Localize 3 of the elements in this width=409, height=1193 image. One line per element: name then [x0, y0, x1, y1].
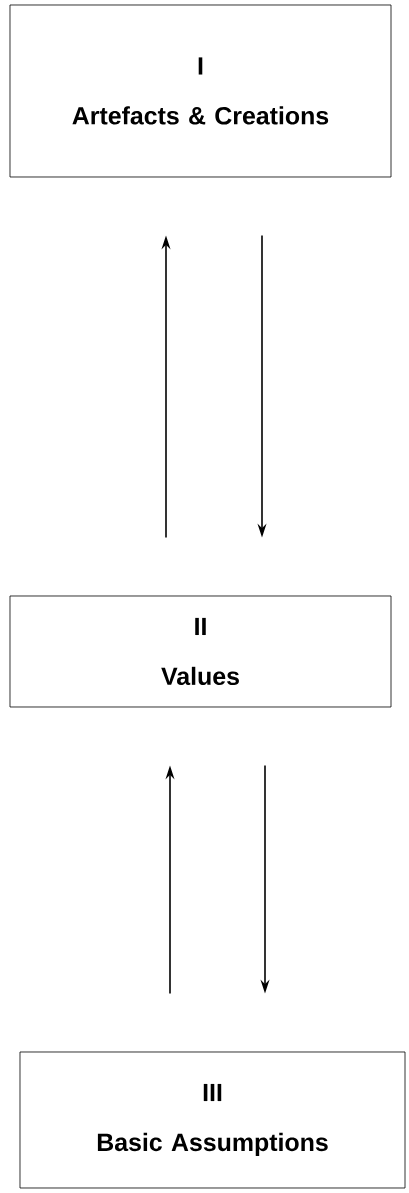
stage-box: I Artefacts & Creations — [9, 4, 392, 178]
stage-box: II Values — [9, 595, 392, 708]
stage-box: III Basic Assumptions — [19, 1051, 406, 1189]
